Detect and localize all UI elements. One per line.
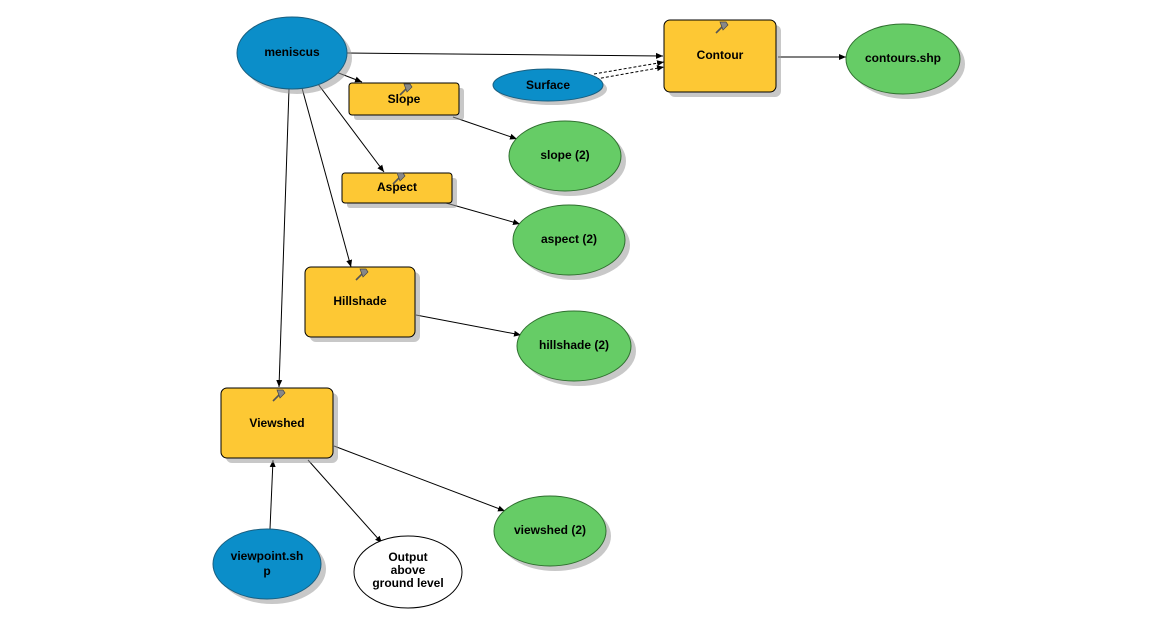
input-meniscus-label: meniscus: [264, 45, 320, 59]
edge-viewpoint-viewshed: [269, 459, 276, 530]
output-hillshade-label: hillshade (2): [539, 338, 609, 352]
input-surface[interactable]: Surface: [492, 68, 607, 105]
edge-slope-output: [452, 116, 518, 140]
output-slope-label: slope (2): [540, 148, 589, 162]
input-viewpoint[interactable]: viewpoint.sh p: [212, 528, 326, 604]
output-hillshade[interactable]: hillshade (2): [516, 310, 636, 386]
edge-viewshed-output: [333, 445, 506, 512]
output-aspect[interactable]: aspect (2): [512, 204, 630, 280]
tool-viewshed[interactable]: Viewshed: [220, 387, 338, 463]
output-slope[interactable]: slope (2): [508, 120, 626, 196]
edge-meniscus-hillshade: [301, 87, 353, 268]
param-label-1: Output: [388, 550, 427, 564]
connectors: [269, 52, 846, 544]
tool-contour[interactable]: Contour: [663, 19, 781, 97]
input-surface-label: Surface: [526, 78, 570, 92]
edge-surface-contour-1: [593, 60, 665, 75]
tool-slope[interactable]: Slope: [348, 82, 464, 120]
param-label-2: above: [391, 563, 426, 577]
edge-hillshade-output: [415, 314, 522, 337]
output-contours-label: contours.shp: [865, 51, 941, 65]
edge-meniscus-aspect: [317, 83, 385, 173]
edge-viewshed-outputabove: [307, 459, 383, 544]
param-output-above-ground[interactable]: Output above ground level: [353, 535, 463, 609]
tool-contour-label: Contour: [697, 48, 744, 62]
input-viewpoint-label-2: p: [263, 564, 270, 578]
param-label-3: ground level: [372, 576, 443, 590]
tool-hillshade-label: Hillshade: [333, 294, 387, 308]
input-viewpoint-label-1: viewpoint.sh: [231, 549, 304, 563]
tool-hillshade[interactable]: Hillshade: [304, 266, 420, 342]
edge-aspect-output: [445, 202, 521, 225]
output-aspect-label: aspect (2): [541, 232, 597, 246]
output-viewshed-label: viewshed (2): [514, 523, 586, 537]
tool-aspect-label: Aspect: [377, 180, 417, 194]
output-viewshed[interactable]: viewshed (2): [493, 495, 611, 571]
tool-viewshed-label: Viewshed: [249, 416, 304, 430]
input-meniscus[interactable]: meniscus: [236, 16, 352, 94]
output-contours[interactable]: contours.shp: [845, 23, 965, 99]
edge-meniscus-contour: [346, 52, 664, 59]
edge-surface-contour-2: [595, 65, 665, 80]
tool-slope-label: Slope: [388, 92, 421, 106]
tool-aspect[interactable]: Aspect: [341, 172, 457, 208]
edge-meniscus-viewshed: [276, 88, 290, 388]
